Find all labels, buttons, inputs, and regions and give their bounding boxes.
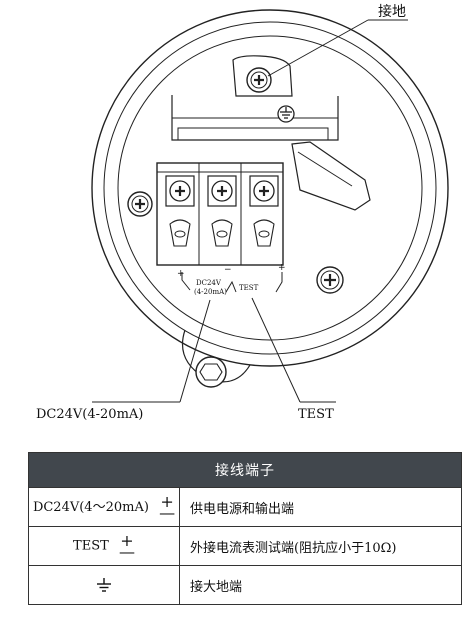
table-row: TEST +— 外接电流表测试端(阻抗应小于10Ω) xyxy=(28,526,462,566)
housing xyxy=(91,9,449,383)
inner-plus-left: + xyxy=(177,269,185,279)
test-label: TEST xyxy=(298,407,334,422)
right-screw xyxy=(316,266,344,294)
table-row: 接大地端 xyxy=(28,565,462,605)
top-screw xyxy=(246,67,272,93)
terminal-desc: 外接电流表测试端(阻抗应小于10Ω) xyxy=(179,526,462,566)
table-row: DC24V(4～20mA) +— 供电电源和输出端 xyxy=(28,487,462,527)
inner-test-label: TEST xyxy=(239,284,259,292)
polarity-brackets xyxy=(181,272,283,293)
terminal-wiring-diagram: + − + DC24V (4-20mA) TEST 接地 DC24V(4-20m… xyxy=(36,3,449,422)
terminal-table: 接线端子 DC24V(4～20mA) +— 供电电源和输出端 TEST +— 外… xyxy=(28,452,462,605)
terminal-name: TEST xyxy=(73,538,109,554)
hex-plug xyxy=(195,356,227,388)
terminal-name: DC24V(4～20mA) xyxy=(32,499,149,515)
inner-power-range: (4-20mA) xyxy=(194,288,227,296)
terminal-cell xyxy=(28,565,180,605)
table-header: 接线端子 xyxy=(28,452,462,488)
terminal-desc: 供电电源和输出端 xyxy=(179,487,462,527)
inner-minus: − xyxy=(224,265,232,275)
ground-label: 接地 xyxy=(378,3,406,20)
ground-icon xyxy=(97,578,111,592)
inner-plus-right: + xyxy=(278,263,286,273)
ground-icon xyxy=(277,105,295,123)
terminal-block xyxy=(156,162,284,266)
table-header-row: 接线端子 xyxy=(28,452,462,488)
terminal-cell: TEST +— xyxy=(28,526,180,566)
terminal-desc: 接大地端 xyxy=(179,565,462,605)
left-screw xyxy=(127,191,153,217)
terminal-cell: DC24V(4～20mA) +— xyxy=(28,487,180,527)
plus-minus-icon: +— xyxy=(118,531,135,561)
inner-power-label: DC24V xyxy=(196,279,222,287)
leader-lines xyxy=(92,19,408,403)
power-label: DC24V(4-20mA) xyxy=(36,407,143,422)
plus-minus-icon: +— xyxy=(159,492,176,523)
